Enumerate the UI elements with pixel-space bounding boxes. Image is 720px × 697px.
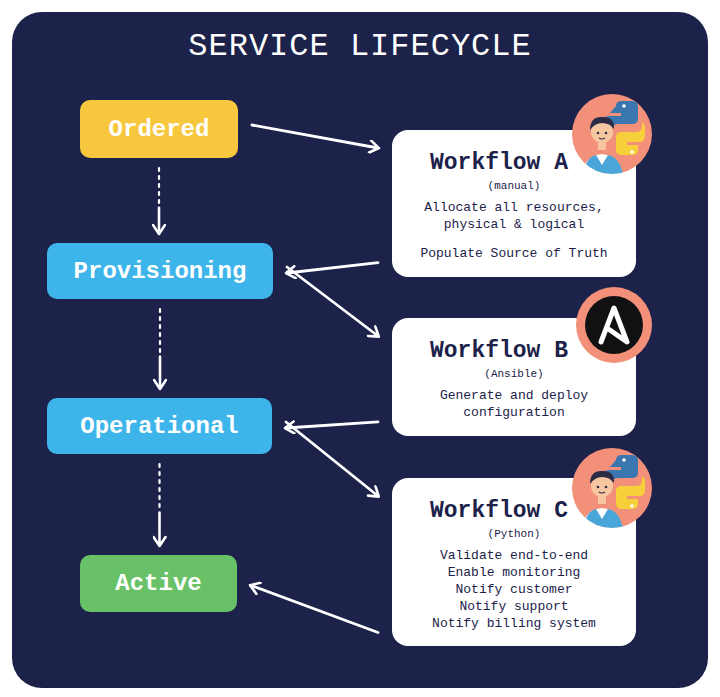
workflow-card: Workflow B (Ansible) Generate and deploy c… [392, 318, 636, 436]
card-subtitle: (Ansible) [404, 368, 624, 380]
flow-arrow [287, 267, 378, 336]
workflow-card: Workflow C (Python) Validate end-to-endEna… [392, 478, 636, 646]
card-subtitle: (Python) [404, 528, 624, 540]
card-heading: Workflow C [404, 498, 624, 524]
node-label: Active [115, 570, 201, 597]
status-pill: Active [80, 555, 237, 612]
status-pill: Operational [47, 398, 272, 454]
ansible-icon [574, 285, 654, 365]
python-person-icon [570, 446, 654, 530]
card-subtitle: (manual) [404, 180, 624, 192]
flow-arrow [287, 263, 378, 273]
workflow-card: Workflow A (manual) Allocate all resources… [392, 130, 636, 277]
card-body: Generate and deploy configuration [404, 388, 624, 422]
card-body: Notify customer [404, 582, 624, 599]
flow-arrow [159, 168, 160, 233]
node-label: Ordered [109, 116, 210, 143]
card-body: Allocate all resources, physical & logic… [404, 200, 624, 234]
flow-arrow [251, 586, 378, 633]
flow-arrow [252, 125, 378, 148]
node-label: Provisioning [74, 258, 247, 285]
flow-arrow [286, 422, 378, 496]
python-person-icon [570, 92, 654, 176]
card-body: Validate end-to-end [404, 548, 624, 565]
card-body: Notify support [404, 599, 624, 616]
flow-arrow [286, 422, 378, 428]
flow-arrow [160, 309, 161, 388]
node-label: Operational [80, 413, 238, 440]
card-body: Enable monitoring [404, 565, 624, 582]
card-body: Populate Source of Truth [404, 246, 624, 263]
flow-arrow [159, 464, 160, 545]
status-pill: Ordered [80, 100, 238, 158]
card-body: Notify billing system [404, 616, 624, 633]
card-heading: Workflow B [404, 338, 624, 364]
status-pill: Provisioning [47, 243, 273, 299]
diagram-title: SERVICE LIFECYCLE [0, 28, 720, 65]
card-heading: Workflow A [404, 150, 624, 176]
